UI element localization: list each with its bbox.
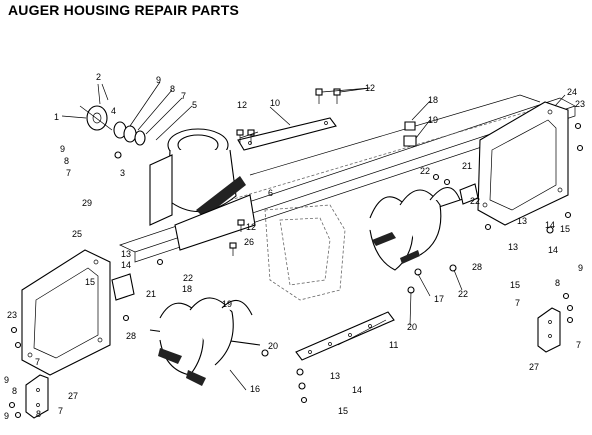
- callout-22: 22: [183, 273, 193, 283]
- leader-lines: [61, 81, 566, 391]
- pulley-assembly: [79, 105, 146, 159]
- callout-8: 8: [170, 84, 175, 94]
- callout-15: 15: [560, 224, 570, 234]
- scraper-bar-11: [295, 311, 395, 361]
- part-10-support-bar: [237, 117, 337, 151]
- callout-14: 14: [545, 220, 555, 230]
- callout-28: 28: [126, 331, 136, 341]
- callout-7: 7: [576, 340, 581, 350]
- callout-15: 15: [338, 406, 348, 416]
- callout-22: 22: [458, 289, 468, 299]
- skid-shoe-right: [537, 307, 561, 353]
- callout-13: 13: [330, 371, 340, 381]
- callout-23: 23: [7, 310, 17, 320]
- left-side-plate: [21, 249, 135, 376]
- left-auger: [149, 297, 261, 386]
- callout-15: 15: [85, 277, 95, 287]
- right-auger: [369, 186, 476, 271]
- callout-labels: 1 2 4 9 8 7 5 9 8 7 3 29 12 10 12 6 12 2…: [4, 72, 585, 421]
- callout-28: 28: [472, 262, 482, 272]
- callout-23: 23: [575, 99, 585, 109]
- callout-18: 18: [182, 284, 192, 294]
- callout-15: 15: [510, 280, 520, 290]
- callout-9: 9: [60, 144, 65, 154]
- callout-14: 14: [121, 260, 131, 270]
- callout-8: 8: [12, 386, 17, 396]
- callout-8: 8: [64, 156, 69, 166]
- callout-19: 19: [428, 115, 438, 125]
- callout-20: 20: [268, 341, 278, 351]
- page-title: AUGER HOUSING REPAIR PARTS: [8, 2, 240, 18]
- callout-9: 9: [4, 375, 9, 385]
- callout-8: 8: [36, 409, 41, 419]
- callout-19: 19: [222, 299, 232, 309]
- callout-4: 4: [111, 106, 116, 116]
- callout-8: 8: [555, 278, 560, 288]
- callout-9: 9: [4, 411, 9, 421]
- callout-27: 27: [529, 362, 539, 372]
- callout-6: 6: [268, 188, 273, 198]
- callout-20: 20: [407, 322, 417, 332]
- callout-22: 22: [470, 196, 480, 206]
- callout-7: 7: [35, 357, 40, 367]
- engine-outline: [264, 204, 346, 301]
- callout-5: 5: [192, 100, 197, 110]
- callout-21: 21: [146, 289, 156, 299]
- right-bushings: [403, 121, 479, 205]
- callout-12: 12: [365, 83, 375, 93]
- callout-13: 13: [517, 216, 527, 226]
- callout-12: 12: [237, 100, 247, 110]
- callout-25: 25: [72, 229, 82, 239]
- callout-17: 17: [434, 294, 444, 304]
- callout-16: 16: [250, 384, 260, 394]
- callout-11: 11: [389, 340, 398, 350]
- gearbox-housing: [149, 128, 256, 251]
- hardware-small-parts: [8, 122, 584, 419]
- callout-7: 7: [515, 298, 520, 308]
- callout-27: 27: [68, 391, 78, 401]
- callout-2: 2: [96, 72, 101, 82]
- callout-14: 14: [548, 245, 558, 255]
- auger-housing-frame: [119, 94, 576, 263]
- callout-12: 12: [246, 222, 256, 232]
- callout-7: 7: [66, 168, 71, 178]
- callout-18: 18: [428, 95, 438, 105]
- bolts-12: [229, 88, 341, 256]
- callout-21: 21: [462, 161, 472, 171]
- right-side-plate: [477, 101, 569, 226]
- callout-7: 7: [58, 406, 63, 416]
- callout-9: 9: [578, 263, 583, 273]
- skid-shoe-left: [25, 374, 49, 419]
- callout-29: 29: [82, 198, 92, 208]
- callout-13: 13: [121, 249, 131, 259]
- callout-1: 1: [54, 112, 59, 122]
- callout-14: 14: [352, 385, 362, 395]
- callout-24: 24: [567, 87, 577, 97]
- callout-13: 13: [508, 242, 518, 252]
- callout-3: 3: [120, 168, 125, 178]
- callout-26: 26: [244, 237, 254, 247]
- callout-9: 9: [156, 75, 161, 85]
- callout-22: 22: [420, 166, 430, 176]
- callout-7: 7: [181, 91, 186, 101]
- callout-10: 10: [270, 98, 280, 108]
